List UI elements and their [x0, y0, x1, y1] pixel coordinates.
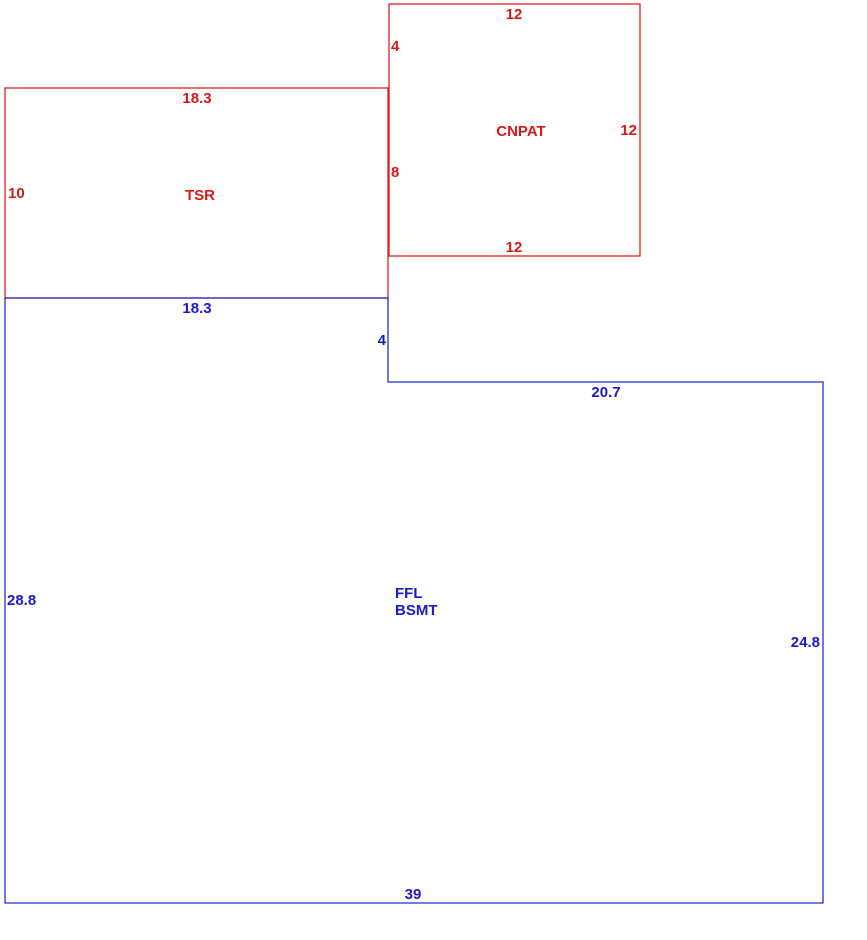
tsr-top-dimension: 18.3 [182, 90, 211, 107]
cnpat-outline [388, 3, 641, 257]
main-bottom-dimension: 39 [405, 886, 422, 903]
cnpat-area-label: CNPAT [496, 123, 545, 140]
cnpat-top-dimension: 12 [506, 6, 523, 23]
main-top-right-dimension: 20.7 [591, 384, 620, 401]
main-level-outline [4, 297, 824, 904]
main-top-left-dimension: 18.3 [182, 300, 211, 317]
main-right-dimension: 24.8 [791, 634, 820, 651]
cnpat-right-dimension: 12 [620, 122, 637, 139]
tsr-right-dimension: 8 [391, 164, 399, 181]
main-area-label-line1: FFL [395, 585, 423, 602]
main-step-dimension: 4 [378, 332, 387, 349]
tsr-area-label: TSR [185, 187, 215, 204]
cnpat-left-dimension: 4 [391, 38, 400, 55]
cnpat-bottom-dimension: 12 [506, 239, 523, 256]
main-level: 18.3 4 20.7 28.8 FFL BSMT 24.8 39 [4, 297, 824, 904]
tsr-left-dimension: 10 [8, 185, 25, 202]
main-left-dimension: 28.8 [7, 592, 36, 609]
main-area-label-line2: BSMT [395, 602, 438, 619]
upper-structures: 18.3 10 TSR 8 12 4 CNPAT 12 12 [4, 3, 641, 299]
